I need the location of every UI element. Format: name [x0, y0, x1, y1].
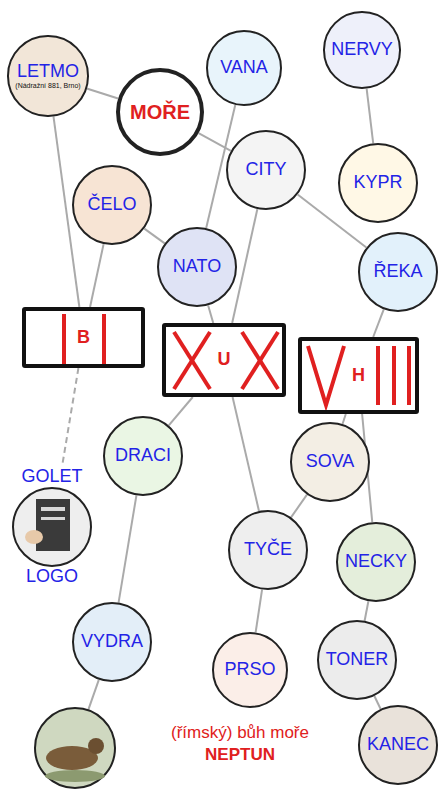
node-text: KANEC — [367, 735, 429, 755]
book-cover — [36, 499, 70, 551]
picture-circle: LETMO(Nádražní 881, Brno) — [7, 35, 88, 116]
connector-line — [374, 696, 380, 709]
red-stroke — [392, 346, 396, 405]
node-text: H — [352, 366, 365, 386]
picture-circle: ŘEKA — [358, 232, 438, 312]
red-stroke — [102, 314, 106, 364]
node-text: MOŘE — [130, 101, 190, 123]
connector-line — [208, 305, 213, 323]
book-stripe — [41, 507, 65, 511]
picture-circle: DRACI — [103, 416, 183, 496]
otter-head — [88, 738, 104, 754]
node-text: LOGO — [26, 567, 78, 587]
book-circle: GOLET LOGO — [12, 467, 92, 587]
connector-line — [62, 368, 78, 465]
connector-line — [90, 244, 104, 307]
red-stroke — [242, 332, 278, 389]
node-text: (Nádražní 881, Brno) — [15, 82, 80, 90]
connector-line — [233, 397, 259, 511]
rebus-box: U — [162, 323, 286, 397]
connector-line — [365, 601, 369, 620]
node-text: VYDRA — [81, 632, 143, 652]
book-picture — [12, 487, 92, 567]
rebus-box: B — [22, 307, 145, 368]
red-stroke — [174, 332, 210, 389]
picture-circle: KYPR — [338, 143, 418, 223]
picture-circle: CITY — [226, 130, 306, 210]
picture-circle — [13, 488, 91, 566]
picture-circle: VANA — [206, 30, 282, 106]
picture-circle: NECKY — [336, 522, 416, 602]
picture-circle: SOVA — [290, 422, 370, 502]
node-text: TONER — [326, 650, 389, 670]
node-text: ŘEKA — [373, 262, 422, 282]
start-circle: MOŘE — [116, 68, 204, 156]
node-text: PRSO — [224, 660, 275, 680]
red-stroke — [407, 346, 411, 405]
node-text: LETMO — [17, 62, 79, 82]
connector-line — [87, 88, 118, 98]
connector-line — [256, 590, 262, 633]
answer-text: NEPTUN — [205, 746, 275, 765]
picture-circle: NATO — [157, 227, 237, 307]
node-text: SOVA — [306, 452, 355, 472]
red-stroke — [308, 346, 344, 405]
red-stroke — [174, 332, 210, 389]
node-text: U — [218, 350, 231, 370]
node-text: NECKY — [345, 552, 407, 572]
node-text: CITY — [245, 160, 286, 180]
connector-line — [367, 89, 374, 144]
connector-line — [343, 414, 346, 424]
picture-circle — [35, 708, 115, 788]
picture-circle: TYČE — [228, 510, 308, 590]
otter-picture — [35, 708, 115, 788]
node-text: DRACI — [115, 446, 171, 466]
connector-line — [373, 309, 384, 337]
picture-circle: KANEC — [358, 705, 438, 785]
picture-circle: PRSO — [212, 632, 288, 708]
node-text: NATO — [173, 257, 221, 277]
connector-line — [291, 495, 307, 518]
picture-circle: NERVY — [323, 11, 401, 89]
rebus-box: H — [298, 337, 419, 414]
node-text: VANA — [220, 58, 268, 78]
red-stroke — [242, 332, 278, 389]
node-text: TYČE — [244, 540, 292, 560]
clue-text: (římský) bůh moře — [171, 724, 309, 743]
connector-line — [144, 229, 164, 244]
node-text: B — [77, 328, 90, 348]
node-text: ČELO — [87, 195, 136, 215]
book-stripe — [41, 517, 65, 520]
node-text: KYPR — [353, 173, 402, 193]
connector-line — [119, 495, 137, 602]
red-stroke — [376, 346, 380, 405]
picture-circle: ČELO — [72, 165, 152, 245]
red-stroke — [62, 314, 66, 364]
hand — [25, 530, 43, 544]
picture-circle: TONER — [317, 620, 397, 700]
connector-line — [88, 680, 99, 710]
ground — [45, 770, 105, 782]
node-text: NERVY — [331, 40, 393, 60]
node-text: GOLET — [21, 467, 82, 487]
connector-line — [169, 397, 193, 425]
picture-circle: VYDRA — [72, 602, 152, 682]
